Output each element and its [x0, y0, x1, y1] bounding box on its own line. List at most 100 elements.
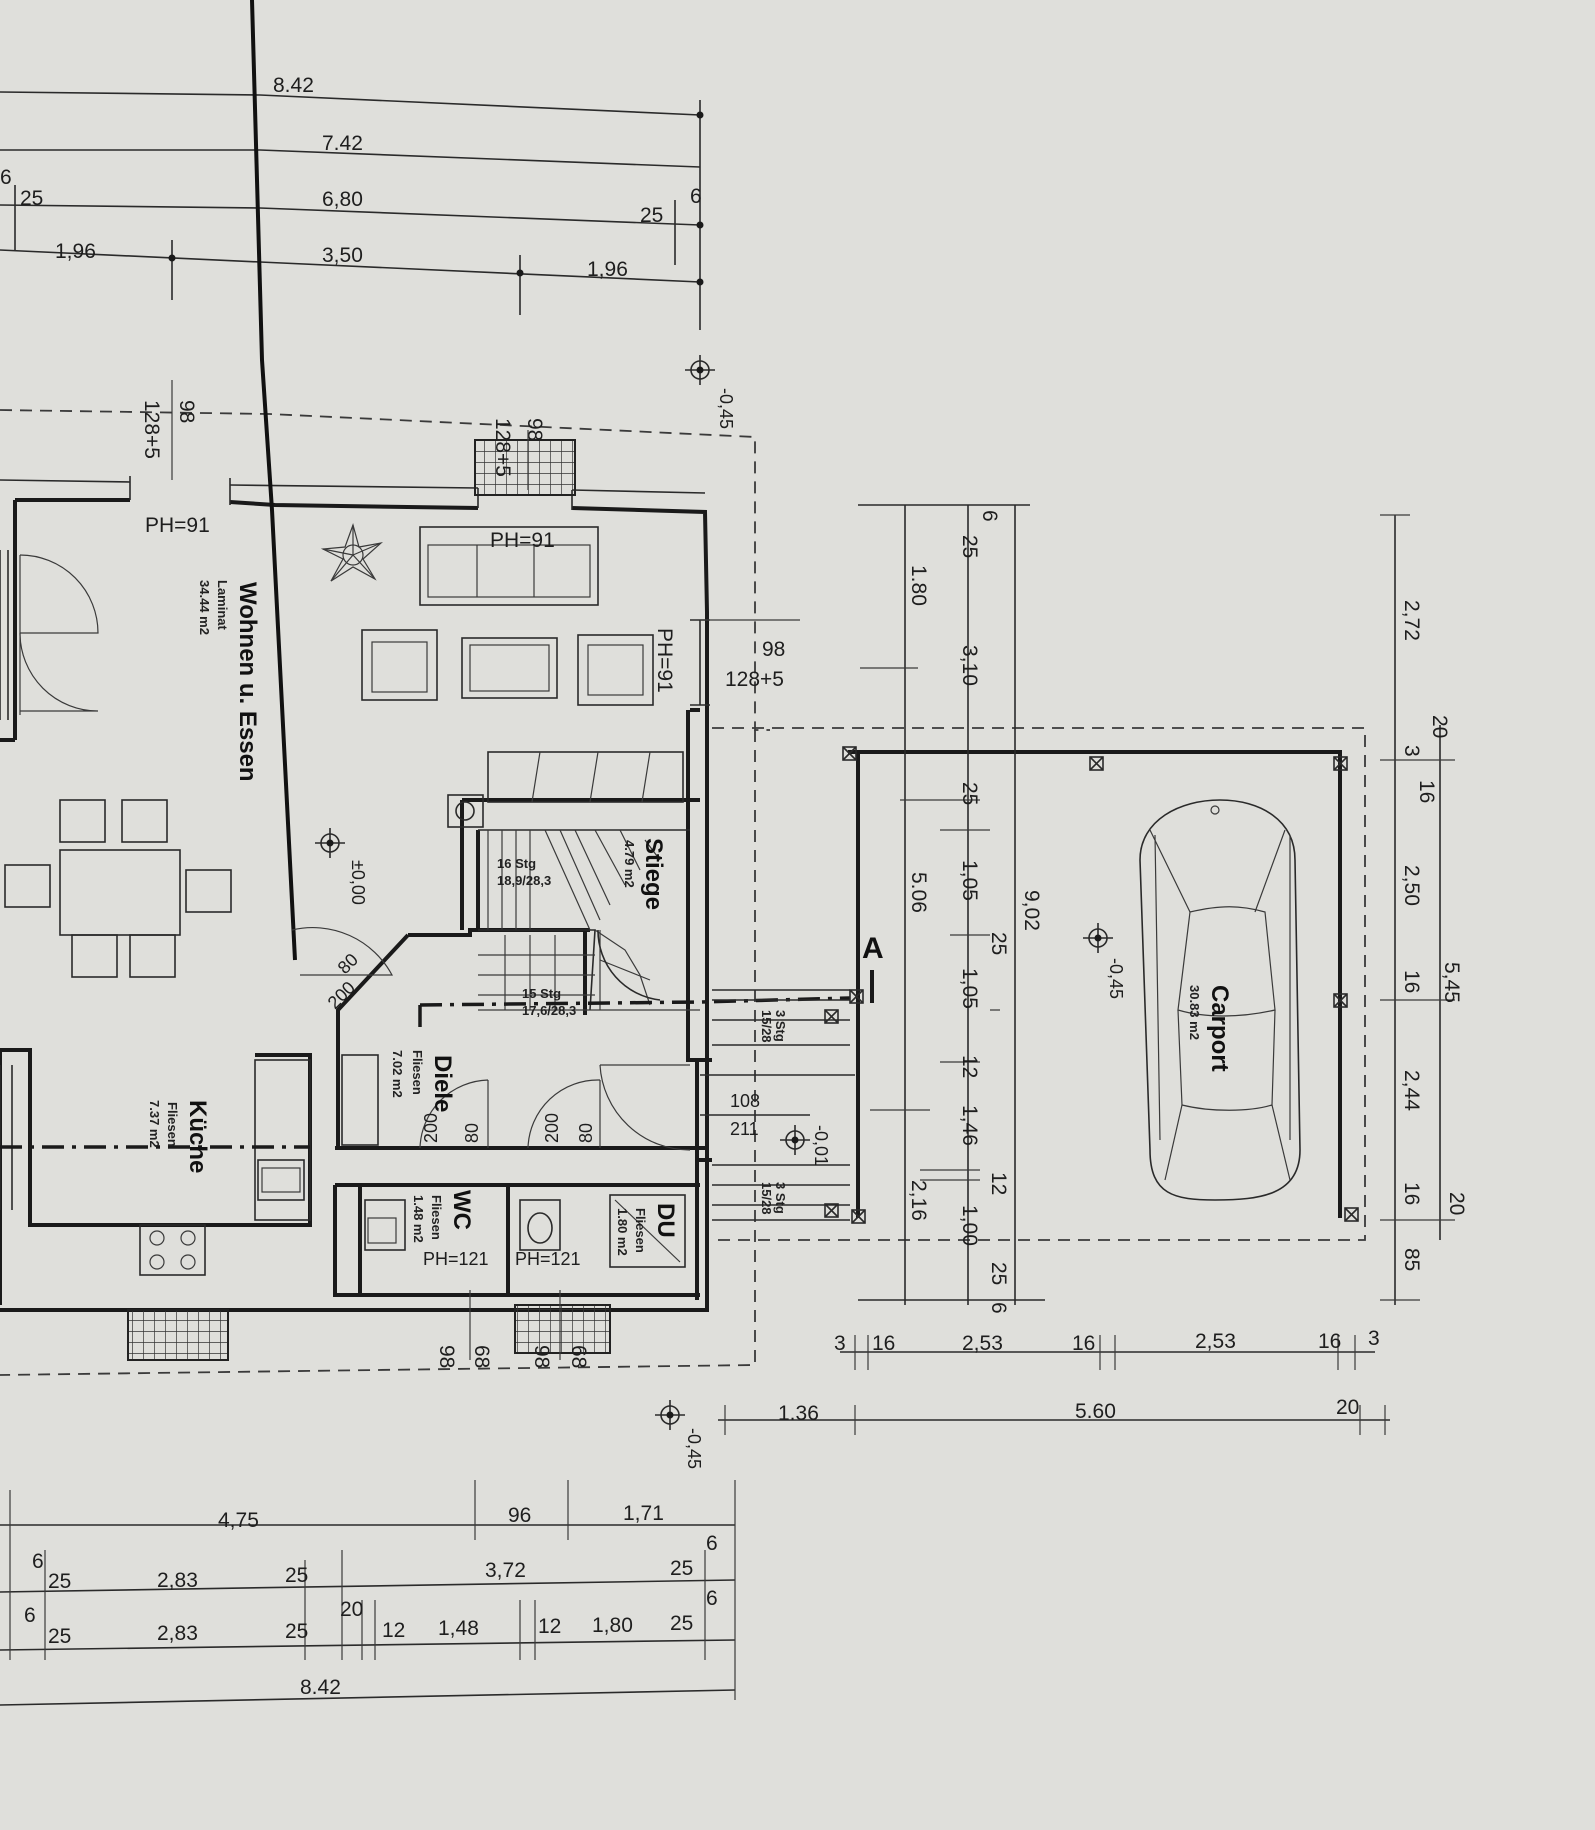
room-du-area: 1.80 m2 — [615, 1208, 630, 1256]
room-diele-floor: Fliesen — [410, 1050, 425, 1095]
bdim-96: 96 — [508, 1504, 531, 1527]
bdim-25-f: 25 — [670, 1612, 693, 1635]
stair-lower-count: 15 Stg — [522, 986, 561, 1001]
cdim-560: 5.60 — [1075, 1400, 1116, 1423]
vdim-6-bottom: 6 — [987, 1302, 1010, 1314]
bdim-20: 20 — [340, 1598, 363, 1621]
room-kueche-name: Küche — [184, 1100, 211, 1173]
room-diele-name: Diele — [429, 1055, 456, 1112]
cdim-3-left: 3 — [834, 1332, 846, 1355]
steps-a-count: 3 Stg — [773, 1010, 788, 1042]
room-wohnen-name: Wohnen u. Essen — [234, 582, 261, 782]
bdim-12-a: 12 — [382, 1619, 405, 1642]
level-neg045-top: -0,45 — [716, 388, 736, 429]
bdim-6-c: 6 — [24, 1604, 36, 1627]
dim-top-6-left: 6 — [0, 166, 12, 189]
bdim-6-a: 6 — [32, 1550, 44, 1573]
staircase: 16 Stg 18,9/28,3 15 Stg 17,6/28,3 Stiege… — [418, 794, 851, 1035]
win-128-left: 128+5 — [140, 400, 163, 459]
rdim-85: 85 — [1400, 1248, 1423, 1271]
cdim-16-a: 16 — [872, 1332, 895, 1355]
room-diele-area: 7.02 m2 — [390, 1050, 405, 1098]
rdim-244: 2,44 — [1400, 1070, 1423, 1111]
vdim-902: 9,02 — [1020, 890, 1043, 931]
bdim-171: 1,71 — [623, 1502, 664, 1525]
door-80-wc: 80 — [462, 1123, 482, 1143]
window-grid-kitchen — [127, 1309, 229, 1361]
vdim-25-b: 25 — [958, 782, 981, 805]
living-furniture — [4, 523, 684, 978]
room-carport-area: 30.83 m2 — [1187, 985, 1202, 1040]
fold-line — [250, 0, 297, 961]
room-stiege-area: 4.79 m2 — [622, 840, 637, 888]
rdim-545: 5,45 — [1440, 962, 1463, 1003]
vdim-25-d: 25 — [987, 1262, 1010, 1285]
diele-doors: 80 200 200 80 200 80 108 211 — [324, 950, 760, 1151]
window-grid-bath — [514, 1304, 611, 1354]
vdim-310: 3,10 — [958, 645, 981, 686]
cdim-136: 1.36 — [778, 1402, 819, 1425]
bdim-475: 4,75 — [218, 1509, 259, 1532]
cdim-20: 20 — [1336, 1396, 1359, 1419]
dim-top-842: 8.42 — [273, 74, 314, 97]
vdim-216: 2,16 — [907, 1180, 930, 1221]
win-98-right: 98 — [762, 638, 785, 661]
right-vertical-dimensions: 2,72 20 3 16 2,50 5,45 16 2,44 16 20 85 — [1380, 514, 1468, 1305]
door-200-du: 200 — [542, 1113, 562, 1143]
room-kueche-area: 7.37 m2 — [147, 1100, 162, 1148]
section-label-a: A — [862, 932, 884, 965]
cdim-253-b: 2,53 — [1195, 1330, 1236, 1353]
room-kueche-floor: Fliesen — [165, 1102, 180, 1147]
door-200-wc: 200 — [421, 1113, 441, 1143]
bdim-283-b: 2,83 — [157, 1622, 198, 1645]
level-marker-top: -0,45 — [685, 355, 736, 429]
door-200-diele: 200 — [324, 977, 359, 1012]
room-wc-area: 1.48 m2 — [411, 1195, 426, 1243]
dim-top-742: 7.42 — [322, 132, 363, 155]
room-du-name: DU — [652, 1203, 679, 1238]
rdim-16-a: 16 — [1415, 780, 1438, 803]
cdim-16-c: 16 — [1318, 1330, 1341, 1353]
dim-top-680: 6,80 — [322, 188, 363, 211]
level-neg045-carport: -0,45 — [1106, 958, 1126, 999]
vdim-105-a: 1,05 — [958, 860, 981, 901]
carport: Carport 30.83 m2 -0,45 A — [712, 727, 1366, 1241]
room-stiege-name: Stiege — [640, 838, 667, 910]
bdim-25-d: 25 — [48, 1625, 71, 1648]
bdim-372: 3,72 — [485, 1559, 526, 1582]
carport-horizontal-dimensions: 3 16 2,53 16 2,53 16 3 1.36 5.60 20 -0,4… — [655, 1327, 1390, 1469]
dim-top-350: 3,50 — [322, 244, 363, 267]
window-ph91-top: PH=91 — [490, 529, 555, 552]
rdim-3: 3 — [1400, 745, 1423, 757]
bottom-dimension-chains: 4,75 96 1,71 6 25 2,83 25 3,72 25 6 6 25… — [0, 1480, 736, 1706]
stair-upper-count: 16 Stg — [497, 856, 536, 871]
bdim-148: 1,48 — [438, 1617, 479, 1640]
bdim-283-a: 2,83 — [157, 1569, 198, 1592]
steps-b-ratio: 15/28 — [759, 1182, 774, 1215]
vdim-105-b: 1,05 — [958, 968, 981, 1009]
level-neg001: -0,01 — [811, 1125, 831, 1166]
win-68-du: 68 — [567, 1345, 590, 1368]
bdim-12-b: 12 — [538, 1615, 561, 1638]
win-98-wc: 98 — [435, 1345, 458, 1368]
door-80-du: 80 — [576, 1123, 596, 1143]
room-carport-name: Carport — [1206, 985, 1233, 1072]
steps-a-ratio: 15/28 — [759, 1010, 774, 1043]
bdim-25-a: 25 — [48, 1570, 71, 1593]
bdim-25-b: 25 — [285, 1564, 308, 1587]
dim-top-25-right: 25 — [640, 204, 663, 227]
room-wc-name: WC — [448, 1190, 475, 1230]
bdim-6-b: 6 — [706, 1532, 718, 1555]
rdim-20-a: 20 — [1428, 715, 1451, 738]
cdim-16-b: 16 — [1072, 1332, 1095, 1355]
vdim-146: 1,46 — [958, 1105, 981, 1146]
vdim-25-c: 25 — [987, 932, 1010, 955]
vdim-180: 1.80 — [907, 565, 930, 606]
vdim-12-a: 12 — [958, 1055, 981, 1078]
win-128-top: 128+5 — [491, 418, 514, 477]
rdim-16-c: 16 — [1400, 1182, 1423, 1205]
vdim-100: 1,00 — [958, 1205, 981, 1246]
room-du-floor: Fliesen — [633, 1208, 648, 1253]
level-000: ±0,00 — [348, 860, 368, 905]
